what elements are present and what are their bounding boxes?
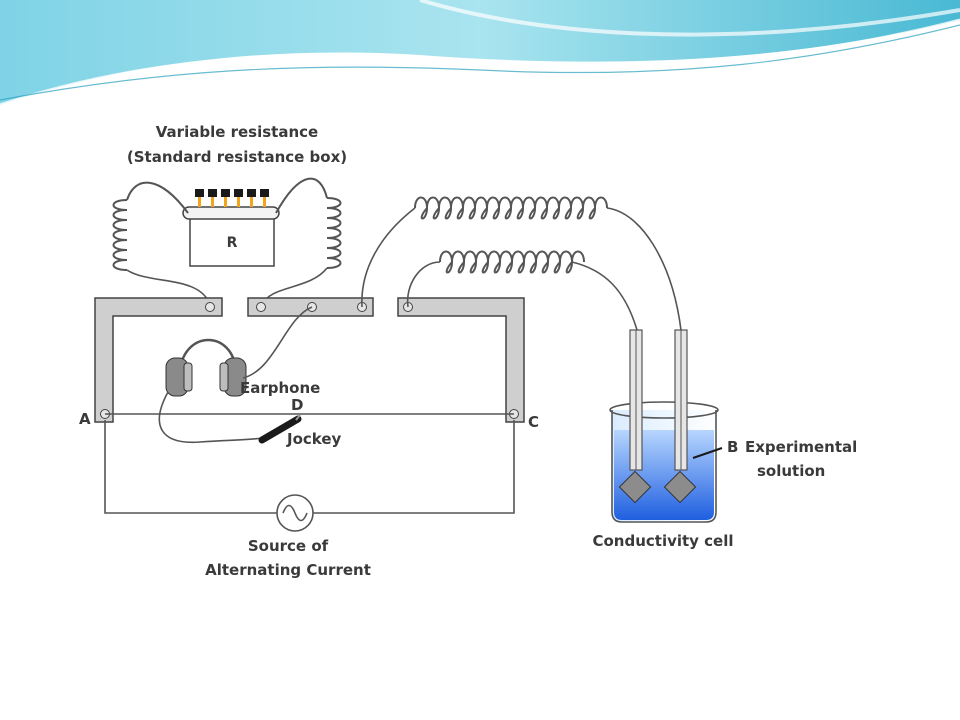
- point-a-label: A: [79, 410, 91, 428]
- coiled-wire-cell-inner: [406, 250, 638, 331]
- conductivity-cell-label: Conductivity cell: [592, 532, 733, 550]
- earphone-label: Earphone: [240, 379, 320, 397]
- resistor-label: R: [227, 235, 238, 251]
- resistance-box-title: Variable resistance: [156, 123, 318, 141]
- earphone-wire: [242, 306, 313, 379]
- coiled-wire-left: [112, 181, 211, 306]
- bridge-strip-left: [94, 297, 223, 423]
- point-b-label: B: [727, 438, 738, 456]
- source-label-line2: Alternating Current: [205, 561, 371, 579]
- conductivity-cell: [609, 329, 723, 523]
- jockey-label: Jockey: [286, 430, 342, 448]
- jockey-wire: [158, 391, 263, 444]
- plug-keys: [195, 189, 269, 207]
- jockey: [258, 414, 302, 444]
- electrode-right: [663, 329, 697, 504]
- source-label-line1: Source of: [248, 537, 329, 555]
- ac-source-circuit: [104, 420, 515, 532]
- resistance-box-subtitle: (Standard resistance box): [127, 148, 347, 166]
- resistance-box: R: [182, 189, 280, 267]
- experimental-label: Experimental: [745, 438, 857, 456]
- bridge-strip-right: [397, 297, 525, 423]
- point-c-label: C: [528, 413, 539, 431]
- solution-label: solution: [757, 462, 825, 480]
- sine-wave-icon: [282, 504, 308, 522]
- point-d-label: D: [291, 396, 303, 414]
- electrode-left: [618, 329, 652, 504]
- header-decoration: [0, 0, 960, 107]
- coiled-wire-cell-outer: [361, 196, 682, 331]
- headphones-icon: [165, 338, 247, 397]
